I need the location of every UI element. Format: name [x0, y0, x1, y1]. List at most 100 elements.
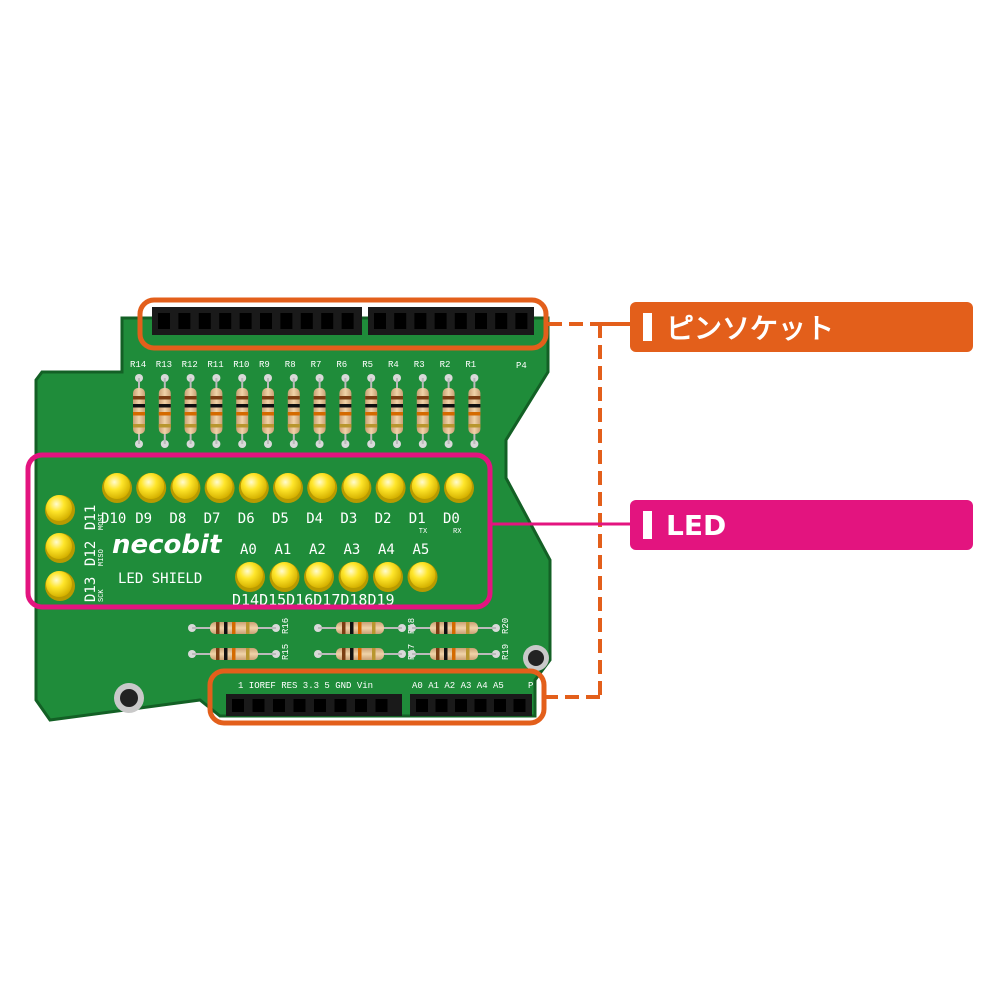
header-pin-hole: [252, 699, 265, 712]
header-pin-hole: [374, 313, 386, 329]
resistor: [188, 648, 280, 660]
resistor-label: R11: [207, 360, 223, 370]
led: [45, 571, 75, 601]
resistor-label: R19: [501, 644, 511, 660]
resistor: [188, 622, 280, 634]
led-label: D7: [204, 511, 221, 527]
top-resistor-row: [133, 374, 481, 448]
left-led-label: D11: [83, 505, 99, 530]
resistor: [408, 622, 500, 634]
header-pin-hole: [239, 313, 252, 329]
resistor-label: R14: [130, 360, 146, 370]
led: [341, 473, 372, 503]
resistor-label: R8: [285, 360, 296, 370]
header-pin-hole: [178, 313, 191, 329]
analog-label: A3: [344, 542, 361, 558]
bottom-pin-header: 1 IOREF RES 3.3 5 GND Vin A0 A1 A2 A3 A4…: [226, 681, 533, 716]
resistor-label: R13: [156, 360, 172, 370]
product-label: LED SHIELD: [118, 571, 202, 587]
resistor-label: R5: [362, 360, 373, 370]
header-pin-hole: [314, 699, 326, 712]
left-led-sub-label: SCK: [98, 589, 106, 602]
resistor-label: R7: [311, 360, 322, 370]
bottom-header-left-label: 1 IOREF RES 3.3 5 GND Vin: [238, 681, 373, 691]
header-pin-hole: [475, 313, 487, 329]
resistor: [391, 374, 403, 448]
header-pin-hole: [394, 313, 407, 329]
led-label: D6: [238, 511, 255, 527]
top-pin-header: [152, 307, 534, 335]
resistor-label: R4: [388, 360, 399, 370]
resistor-label: R1: [465, 360, 476, 370]
resistor-label: R9: [259, 360, 270, 370]
led: [204, 473, 235, 503]
led-label: D5: [272, 511, 289, 527]
header-pin-hole: [435, 699, 448, 712]
header-pin-hole: [455, 699, 467, 712]
resistor-label: R6: [336, 360, 347, 370]
header-pin-hole: [416, 699, 428, 712]
pin-socket-highlight-top: [137, 297, 549, 351]
left-led-sub-label: MOSI: [98, 513, 106, 530]
resistor: [184, 374, 197, 448]
led: [235, 562, 265, 592]
led: [307, 473, 338, 503]
led-sub-label: RX: [453, 528, 462, 536]
led: [273, 473, 303, 503]
led: [338, 562, 369, 592]
resistor: [236, 374, 249, 448]
analog-label: A2: [309, 542, 326, 558]
resistor-label: R15: [281, 644, 291, 660]
resistor: [468, 374, 481, 448]
resistor: [408, 648, 500, 660]
resistor: [158, 374, 171, 448]
led-label: D8: [169, 511, 186, 527]
header-pin-hole: [375, 699, 388, 712]
led: [407, 562, 438, 592]
bottom-resistor-block: R16R15R18R17R20R19: [188, 618, 511, 660]
led-label: D9: [135, 511, 152, 527]
led: [238, 473, 269, 503]
led-callout: LED: [630, 500, 973, 550]
led: [375, 473, 406, 503]
header-pin-hole: [280, 313, 293, 329]
led-label: D4: [306, 511, 323, 527]
led-row: [102, 473, 474, 503]
analog-label: A0: [240, 542, 257, 558]
header-pin-hole: [513, 699, 526, 712]
resistor: [287, 374, 300, 448]
led-highlight: [25, 452, 493, 610]
pin-socket-leader: [544, 322, 632, 699]
resistor-label: R10: [233, 360, 249, 370]
led: [45, 495, 75, 525]
resistor-label: R2: [440, 360, 451, 370]
p4-label: P4: [516, 361, 527, 371]
header-pin-hole: [474, 699, 487, 712]
led-label: D0: [443, 511, 460, 527]
resistor: [442, 374, 455, 448]
header-pin-hole: [232, 699, 244, 712]
led: [102, 473, 132, 503]
mounting-hole-right: [523, 645, 549, 671]
led: [45, 533, 75, 563]
callout-bar-icon: [643, 511, 652, 539]
header-pin-hole: [495, 313, 508, 329]
resistor: [313, 374, 326, 448]
bottom-header-p-label: P: [528, 681, 533, 691]
analog-label: A1: [275, 542, 292, 558]
led: [269, 562, 300, 592]
led-label: D10: [101, 511, 126, 527]
pin-socket-callout-label: ピンソケット: [666, 312, 835, 345]
header-pin-hole: [273, 699, 285, 712]
header-pin-hole: [434, 313, 447, 329]
resistor-label: R12: [182, 360, 198, 370]
led: [170, 473, 201, 503]
left-led-label: D13: [83, 577, 99, 602]
led-label: D2: [375, 511, 392, 527]
led: [136, 473, 167, 503]
resistor: [416, 374, 429, 448]
